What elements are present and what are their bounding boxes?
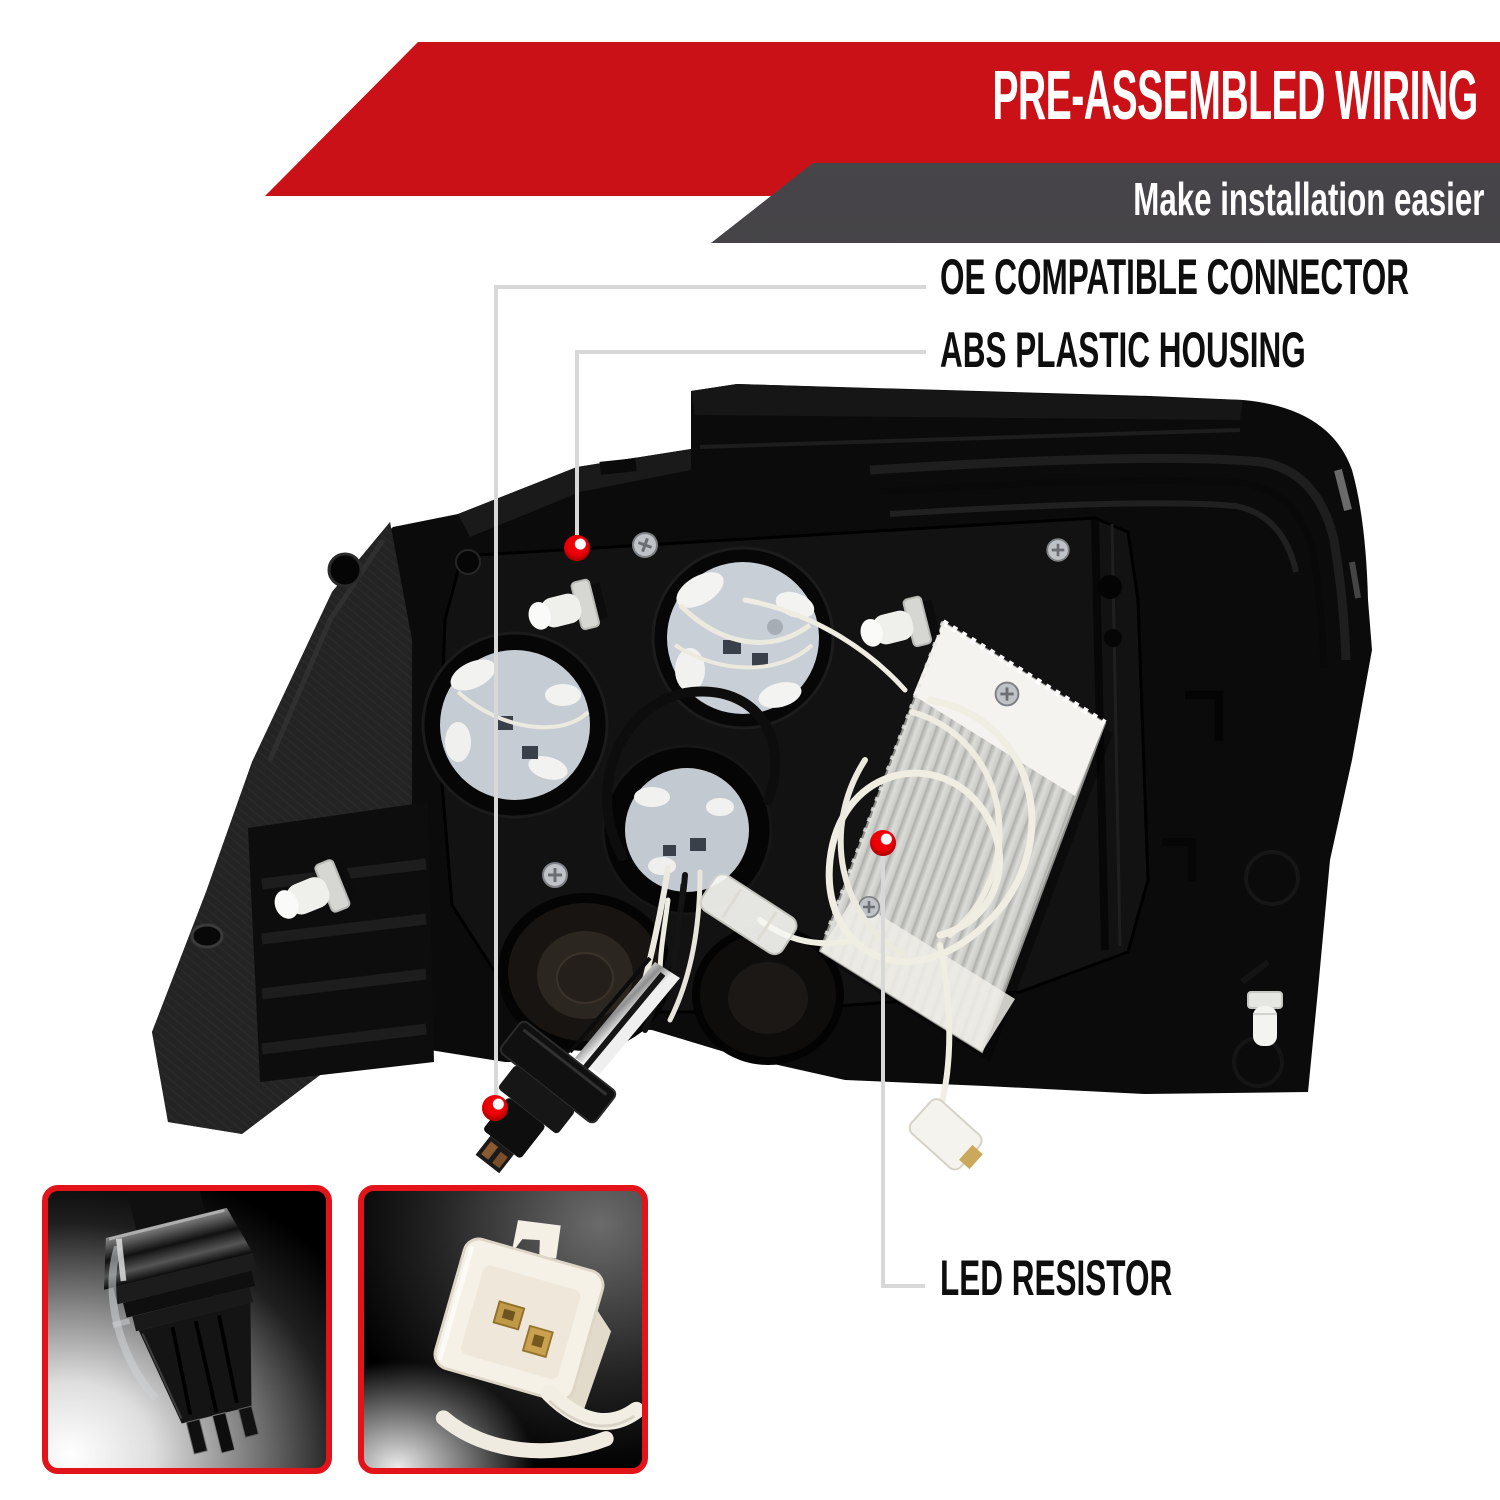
leader-line-led-horizontal: [881, 1284, 925, 1288]
page-subtitle: Make installation easier: [968, 176, 1484, 222]
wire-harness: [568, 956, 680, 1074]
leader-line-abs-horizontal: [578, 350, 926, 354]
white-two-pin-connector-icon: [433, 1220, 642, 1459]
leader-line-abs-vertical: [575, 350, 579, 535]
inline-clear-connector: [699, 873, 798, 956]
page-title-text: PRE-ASSEMBLED WIRING: [992, 56, 1479, 134]
bulb-opening-top: [651, 546, 835, 730]
screw-right: [1045, 537, 1071, 563]
callout-label-abs-housing: ABS PLASTIC HOUSING: [940, 322, 1306, 378]
screw-center: [541, 861, 569, 889]
leader-line-oe-vertical: [494, 285, 498, 1095]
resistor-two-pin-plug: [908, 1098, 983, 1171]
marker-dot-abs-housing: [564, 535, 590, 561]
bulb-opening-left: [421, 631, 609, 819]
leader-line-oe-horizontal: [497, 285, 926, 289]
housing-left-side-panel: [152, 522, 434, 1134]
mounting-hole: [190, 923, 224, 949]
callout-label-oe-connector: OE COMPATIBLE CONNECTOR: [940, 249, 1410, 305]
black-bulb-socket-connector-icon: [103, 1191, 260, 1455]
marker-dot-led-resistor: [870, 830, 896, 856]
callout-label-led-resistor: LED RESISTOR: [940, 1250, 1173, 1306]
inset-black-connector-closeup: [42, 1185, 332, 1474]
empty-socket-pockets: [498, 893, 844, 1065]
inset-white-connector-closeup: [358, 1185, 648, 1474]
bulb-opening-center: [601, 744, 773, 916]
leader-line-led-vertical: [881, 856, 885, 1288]
page-subtitle-text: Make installation easier: [1132, 173, 1484, 225]
black-wire-loop: [602, 686, 781, 861]
white-push-stud: [1240, 959, 1283, 1046]
marker-dot-oe-connector: [482, 1095, 508, 1121]
page-title: PRE-ASSEMBLED WIRING: [611, 56, 1479, 134]
